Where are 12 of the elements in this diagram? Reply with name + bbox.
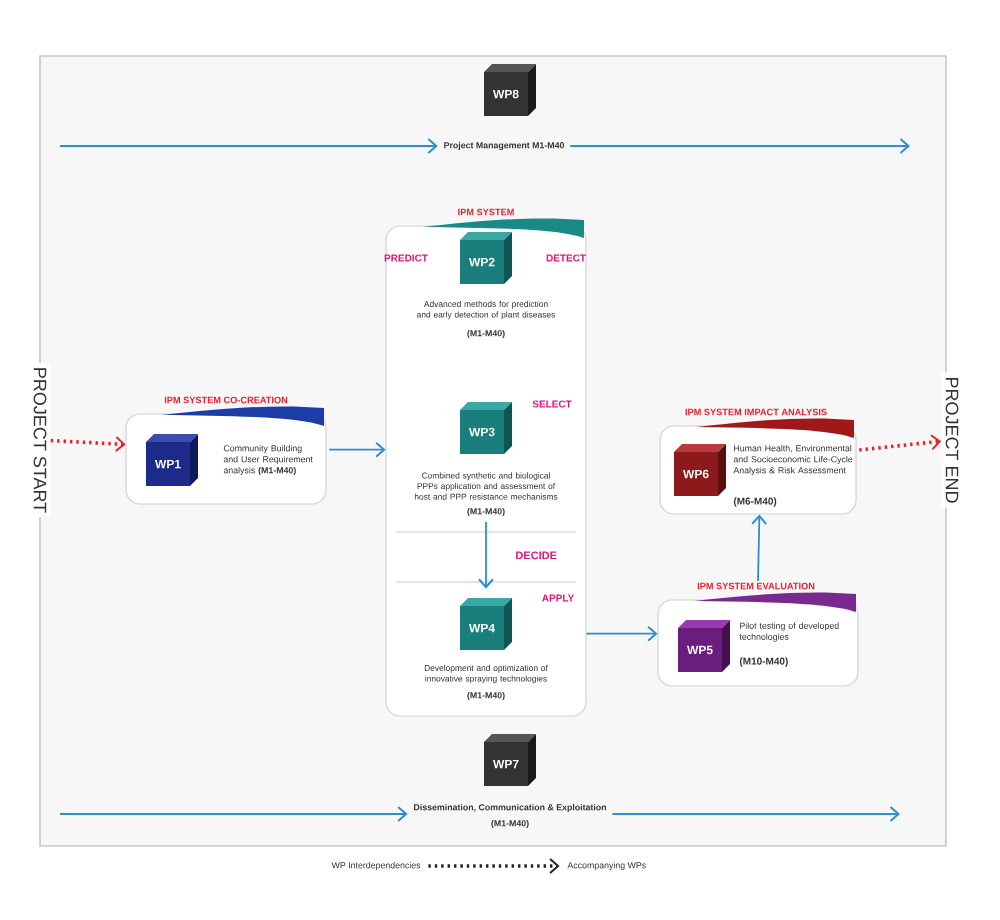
arrow	[611, 806, 900, 822]
arrow	[59, 138, 438, 154]
arrow	[859, 434, 942, 452]
arrow	[328, 441, 386, 458]
arrow	[428, 858, 560, 874]
arrow	[50, 435, 126, 452]
arrow	[569, 138, 910, 154]
vertical-title: PROJECT START	[29, 362, 51, 518]
arrow	[751, 514, 768, 582]
vertical-title: PROJECT END	[941, 372, 963, 508]
arrow	[59, 806, 408, 822]
arrow	[585, 625, 658, 642]
